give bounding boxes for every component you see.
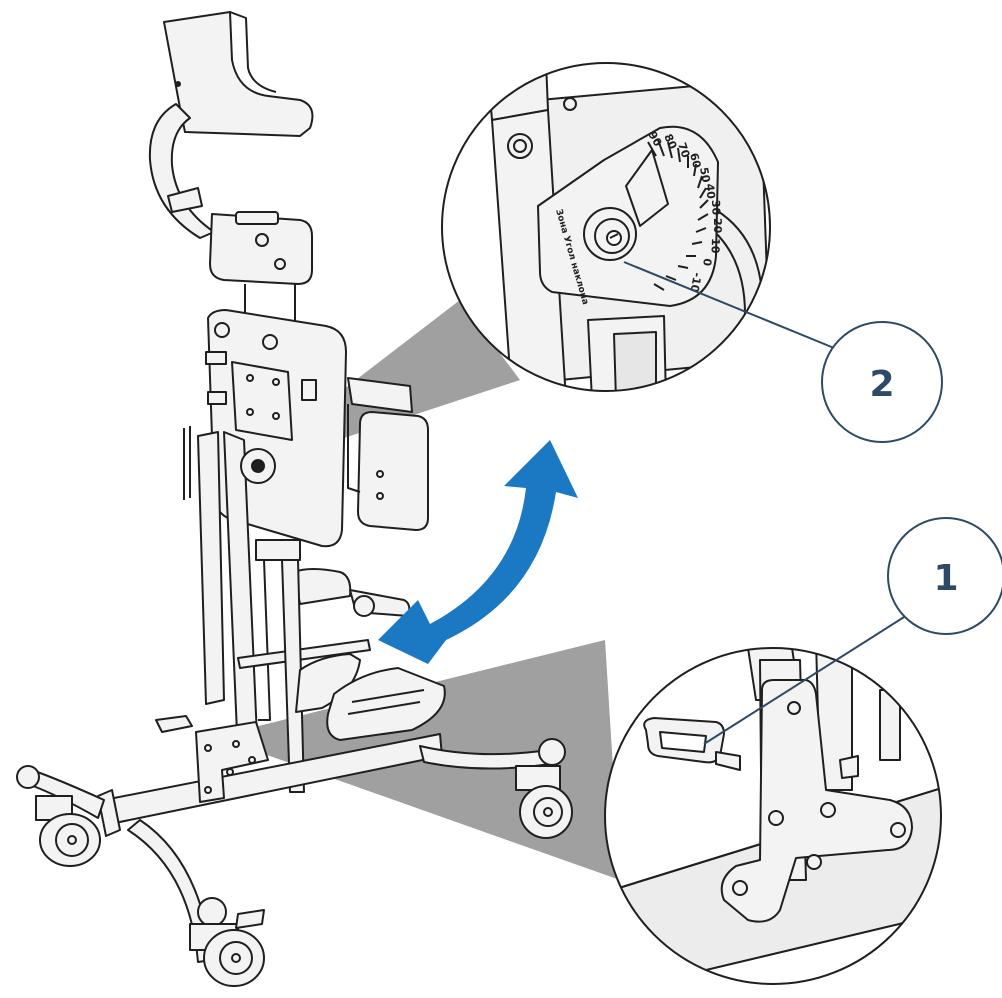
callout-1: 1 — [887, 517, 1002, 635]
leader-line-2 — [623, 261, 835, 349]
side-pad-front — [357, 411, 429, 531]
upright-left — [197, 431, 225, 705]
callout-2-number: 2 — [869, 364, 894, 405]
stander-frame — [16, 11, 573, 987]
dial-tick-minus-10: -10 — [688, 271, 704, 293]
footplate-right — [326, 667, 446, 741]
dial-tick-30: 30 — [709, 200, 723, 216]
callout-2: 2 — [821, 321, 943, 443]
dial-tick-20: 20 — [711, 218, 724, 234]
caster-3 — [515, 765, 573, 839]
dial-tick-40: 40 — [703, 183, 718, 200]
caster-2 — [189, 909, 265, 987]
leader-line-1 — [703, 611, 913, 745]
footplate-left — [295, 653, 361, 713]
dial-tick-60: 60 — [687, 152, 703, 170]
side-pad — [347, 377, 413, 413]
knee-pad — [293, 568, 352, 605]
callout-1-number: 1 — [933, 558, 958, 599]
front-leg — [281, 559, 305, 793]
dial-tick-50: 50 — [697, 166, 713, 184]
dial-tick-80: 80 — [661, 132, 679, 152]
caster-1 — [35, 795, 101, 867]
head-pad — [209, 213, 313, 285]
zoom-circle-2: 90 80 70 60 50 40 30 20 10 0 -10 Зона Уг… — [441, 62, 771, 392]
head-support — [163, 11, 314, 137]
zoom-circle-1 — [604, 647, 942, 985]
dial-tick-0: 0 — [700, 258, 714, 267]
curved-double-arrow-icon — [378, 440, 578, 664]
dial-tick-70: 70 — [675, 141, 692, 160]
dial-center-bolt — [583, 207, 637, 261]
neck-arm — [148, 103, 215, 239]
dial-tick-10: 10 — [708, 238, 722, 254]
dial-ticks — [647, 139, 709, 291]
